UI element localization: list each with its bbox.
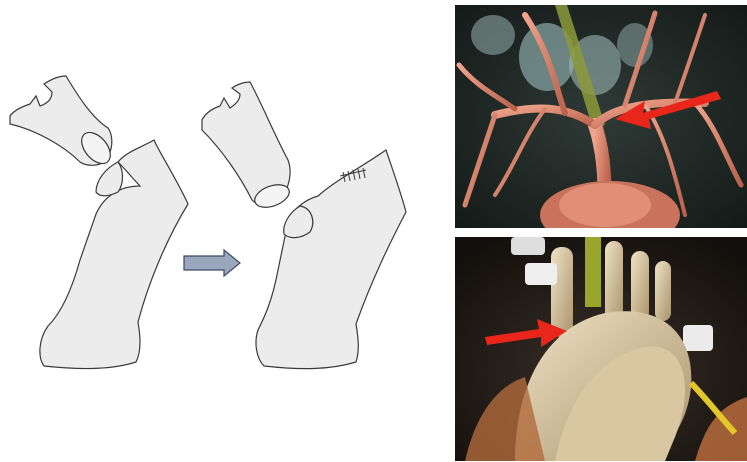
vessel-stump-after — [284, 206, 313, 238]
vessel-after — [202, 82, 406, 369]
ct-render-top — [455, 5, 747, 228]
surgical-schematic — [0, 0, 450, 462]
ct-render-bottom — [455, 237, 747, 461]
vessel-stump-before — [96, 162, 123, 196]
vessel-before — [10, 76, 188, 369]
process-arrow-icon — [184, 250, 240, 276]
